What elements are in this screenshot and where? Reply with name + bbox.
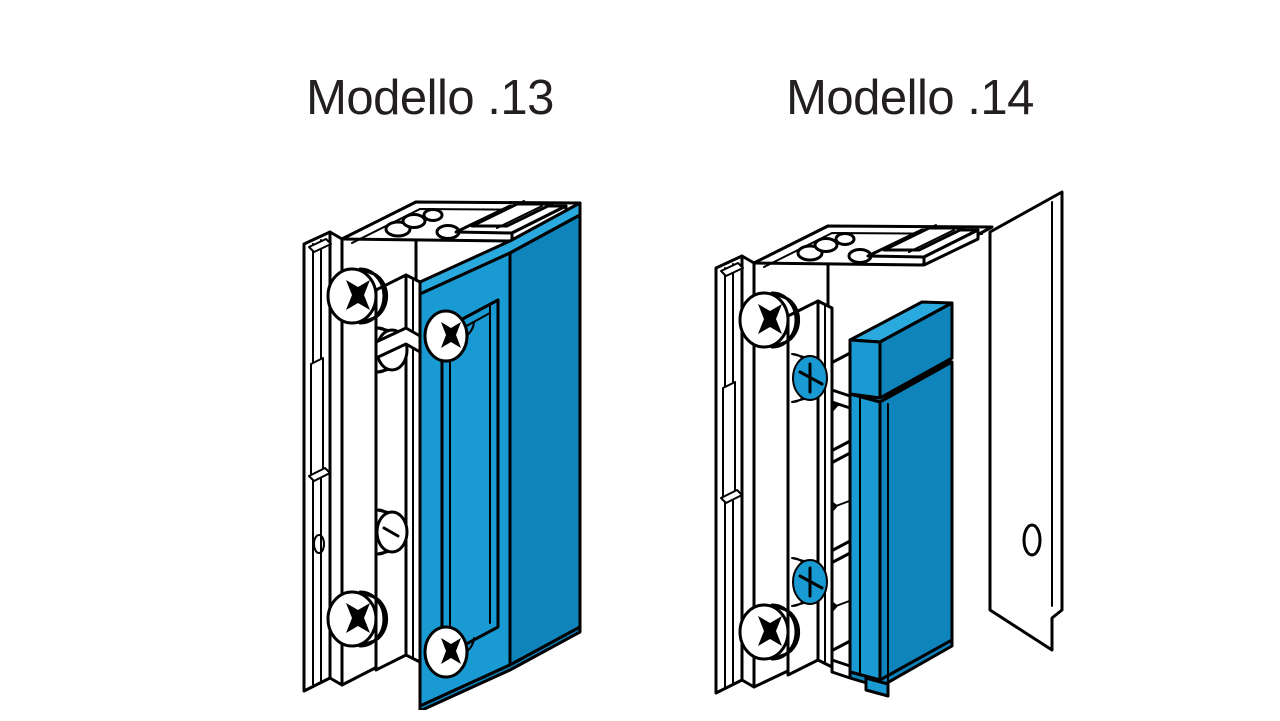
latch-keeper-column [786,299,854,677]
roller-cam-lower-blue [791,557,828,607]
faceplate-blue[interactable] [418,201,582,710]
roller-cam-upper-blue [791,353,828,403]
top-face-vent-holes [384,208,461,240]
top-face-terminal-block [866,224,980,267]
device-illustration-modello-14 [714,190,1064,698]
figure-modello-13: Modello .13 [180,0,680,721]
mounting-rail-left [714,254,756,695]
side-screw-lower [326,590,389,648]
faceplate-mounting-step [374,326,422,360]
faceplate-screw-lower [423,625,475,679]
figure-modello-14: Modello .14 [660,0,1160,721]
top-face-terminal-block [454,200,568,243]
roller-pin-lower [375,508,409,556]
figure-title-modello-14: Modello .14 [786,71,1034,125]
mounting-rail-left [302,230,344,693]
rear-bracket [988,190,1064,652]
device-illustration-modello-13 [302,200,582,710]
figure-title-modello-13: Modello .13 [306,71,554,125]
side-screw-upper [738,291,801,349]
faceplate-screw-upper [423,309,475,363]
faceplate-mounting-lip [830,388,852,680]
faceplate-blue[interactable] [848,300,954,698]
side-screw-upper [326,267,389,325]
side-screw-lower [738,603,801,661]
